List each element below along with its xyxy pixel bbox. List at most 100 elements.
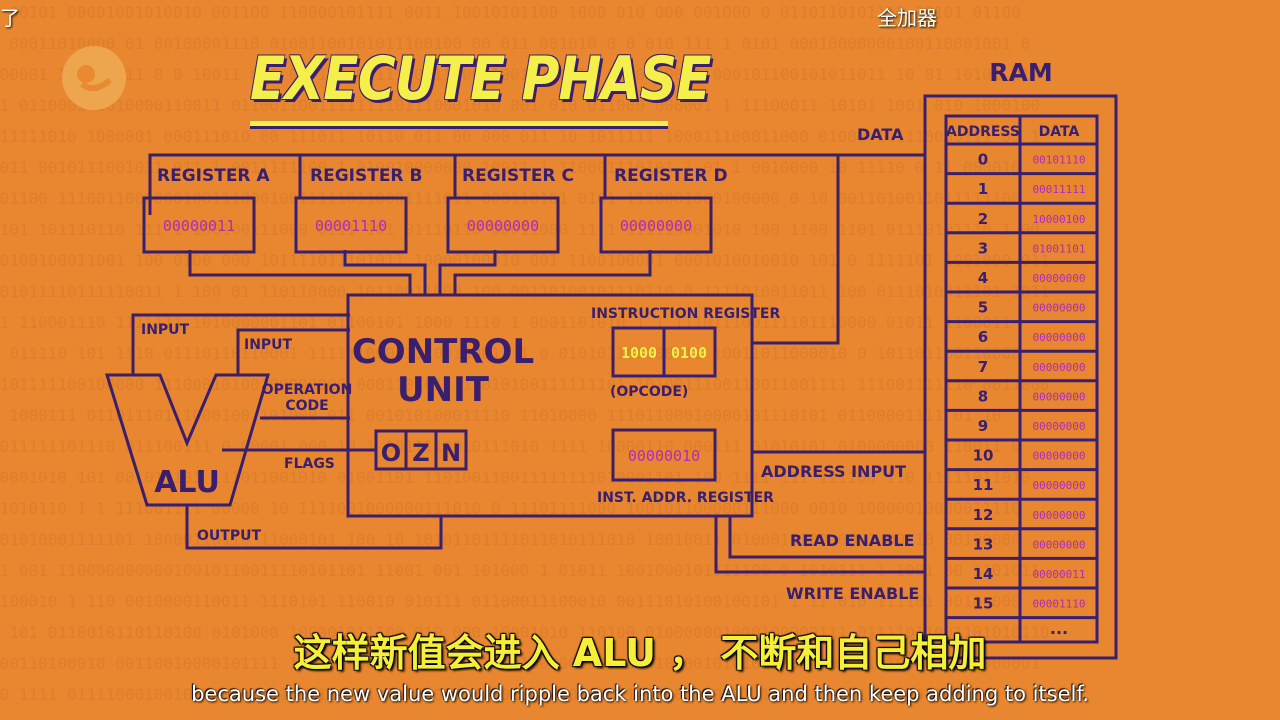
ram-address-cell: 6 <box>978 328 988 346</box>
ram-title: RAM <box>989 58 1052 87</box>
instruction-register-label: INSTRUCTION REGISTER <box>591 306 780 322</box>
svg-text:0011 0010111001011 011 1 00111: 0011 0010111001011 011 1 0011111100 1 01… <box>0 158 1021 177</box>
svg-text:1 00011010000 01 00100001110: 1 00011010000 01 00100001110 01001100101… <box>0 34 1030 53</box>
operation-code-label-1: OPERATION <box>262 382 353 398</box>
ram-address-cell: 13 <box>973 535 994 553</box>
alu-label: ALU <box>154 465 220 500</box>
svg-text:001011110111110011 1 100 01 11: 001011110111110011 1 100 01 110110000 10… <box>0 282 1050 301</box>
register-d-value: 00000000 <box>620 217 692 235</box>
svg-text:10 1111 0111100010010011011001: 10 1111 01111000100100110110011 11111 01… <box>0 685 1040 704</box>
svg-text:01 001 11000000000010010110011: 01 001 11000000000010010110011110101101 … <box>0 561 1040 580</box>
svg-text:10100100011001 100 0100 000 10: 10100100011001 100 0100 000 101111011101… <box>0 251 1050 270</box>
svg-text:01010110 1 1 111001111 00000 1: 01010110 1 1 111001111 00000 10 11110010… <box>0 499 1021 518</box>
register-c-value: 00000000 <box>467 217 539 235</box>
pbs-logo-icon <box>62 46 126 110</box>
ram-address-header: ADDRESS <box>946 124 1020 140</box>
svg-text:10001010 101 001011101 1110110: 10001010 101 001011101 111011001010 0100… <box>0 468 1030 487</box>
flag-n: N <box>441 439 461 467</box>
ram-data-cell: 00000000 <box>1033 302 1086 315</box>
register-d-label: REGISTER D <box>614 166 728 186</box>
ram-address-cell: 0 <box>978 151 988 169</box>
ram-data-cell: 00000000 <box>1033 331 1086 344</box>
flag-z: Z <box>412 439 429 467</box>
ram-data-cell: 00001110 <box>1033 598 1086 611</box>
register-b-label: REGISTER B <box>310 166 422 186</box>
control-unit-label-1: CONTROL <box>352 332 534 372</box>
svg-text:1 011110 101 1110 01110110110: 1 011110 101 1110 01110110110001 1111110… <box>0 344 1021 363</box>
instruction-opcode: 1000 <box>621 344 657 362</box>
ram-address-cell: 5 <box>978 299 988 317</box>
inst-addr-label: INST. ADDR. REGISTER <box>597 490 774 506</box>
ram-address-cell: 9 <box>978 417 988 435</box>
ram-data-cell: 00000000 <box>1033 538 1086 551</box>
flag-o: O <box>381 439 401 467</box>
instruction-operand: 0100 <box>671 344 707 362</box>
ram-data-cell: 00000000 <box>1033 450 1086 463</box>
register-a: REGISTER A 00000011 <box>142 166 270 254</box>
svg-text:000100 101 11 010 1011101 101: 000100 101 11 010 1011101 1011 011000010… <box>0 716 1030 720</box>
ram-address-cell: 2 <box>978 210 988 228</box>
svg-text:111111010 1000001 000111010 00: 111111010 1000001 000111010 00 111011 10… <box>0 127 1040 146</box>
data-bus-label: DATA <box>857 125 904 144</box>
svg-text:100001 100101111 0 0 10011 010: 100001 100101111 0 0 10011 010 00 100 01… <box>0 65 1030 84</box>
corner-text-right: 全加器 <box>877 6 937 30</box>
svg-text:0 101 0110010110110100 0101000: 0 101 0110010110110100 0101000 100001011… <box>0 623 1050 642</box>
svg-text:0101 101110110 111 1 100100111: 0101 101110110 111 1 100100111000 0111 1… <box>0 220 1040 239</box>
ram-address-cell: 1 <box>978 180 988 198</box>
ram-data-cell: 00000000 <box>1033 479 1086 492</box>
ram-address-cell: 4 <box>978 269 988 287</box>
register-a-value: 00000011 <box>163 217 235 235</box>
ram-data-cell: 00000000 <box>1033 509 1086 522</box>
register-b: REGISTER B 00001110 <box>294 166 422 254</box>
operation-code-label-2: CODE <box>285 398 328 414</box>
flags-label: FLAGS <box>284 456 335 472</box>
register-d: REGISTER D 00000000 <box>599 166 728 254</box>
register-c: REGISTER C 00000000 <box>446 166 574 254</box>
ram-data-cell: 00000000 <box>1033 390 1086 403</box>
ram-address-cell: 12 <box>973 506 994 524</box>
diagram-wires <box>131 153 925 574</box>
read-enable-label: READ ENABLE <box>790 531 915 550</box>
alu-input-1-label: INPUT <box>141 322 190 338</box>
ram-data-cell: 10000100 <box>1033 213 1086 226</box>
ram-ellipsis: ... <box>1050 619 1068 638</box>
output-label: OUTPUT <box>197 528 261 544</box>
svg-text:000110100010 00110010000101111: 000110100010 00110010000101111 110110 00… <box>0 654 1040 673</box>
ram-address-cell: 11 <box>973 476 994 494</box>
ram-data-cell: 01001101 <box>1033 242 1086 255</box>
subtitle-chinese: 这样新值会进入 ALU ， 不断和自己相加 <box>293 631 987 675</box>
svg-text:1100010 1 110 0010000110011 1: 1100010 1 110 0010000110011 1110101 1100… <box>0 592 1021 611</box>
register-a-label: REGISTER A <box>157 166 270 186</box>
subtitle-english: because the new value would ripple back … <box>191 682 1089 706</box>
page-title: EXECUTE PHASE <box>250 44 711 114</box>
control-unit: CONTROL UNIT INSTRUCTION REGISTER 1000 0… <box>346 293 780 518</box>
title-underline <box>250 121 668 129</box>
ram-data-cell: 00101110 <box>1033 154 1086 167</box>
address-input-label: ADDRESS INPUT <box>761 462 906 481</box>
ram-data-cell: 00000011 <box>1033 568 1086 581</box>
svg-text:01 110001110 1111111 101000000: 01 110001110 1111111 1010000001101 01100… <box>0 313 1011 332</box>
ram-address-cell: 14 <box>973 565 994 583</box>
svg-text:1 00101 00001001010010 001100: 1 00101 00001001010010 001100 1100001011… <box>0 3 1021 22</box>
alu-input-2-label: INPUT <box>244 337 293 353</box>
opcode-label: (OPCODE) <box>610 384 688 400</box>
ram-address-cell: 3 <box>978 239 988 257</box>
control-unit-label-2: UNIT <box>397 370 490 410</box>
ram-data-header: DATA <box>1039 124 1080 140</box>
ram-address-cell: 8 <box>978 387 988 405</box>
corner-text-left: 了 <box>0 6 20 30</box>
svg-text:001010001111101 10000110110 11: 001010001111101 10000110110 11000101 100… <box>0 530 1021 549</box>
ram-data-cell: 00000000 <box>1033 420 1086 433</box>
ram-address-cell: 10 <box>973 447 994 465</box>
ram-data-cell: 00000000 <box>1033 272 1086 285</box>
ram-address-cell: 7 <box>978 358 988 376</box>
svg-text:01 0110001 1010000110011 01100: 01 0110001 1010000110011 011001100111111… <box>0 96 1040 115</box>
alu: ALU INPUT INPUT OPERATION CODE FLAGS OUT… <box>104 322 353 544</box>
write-enable-label: WRITE ENABLE <box>786 584 919 603</box>
ram-address-cell: 15 <box>973 595 994 613</box>
inst-addr-value: 00000010 <box>628 447 700 465</box>
register-c-label: REGISTER C <box>462 166 574 186</box>
